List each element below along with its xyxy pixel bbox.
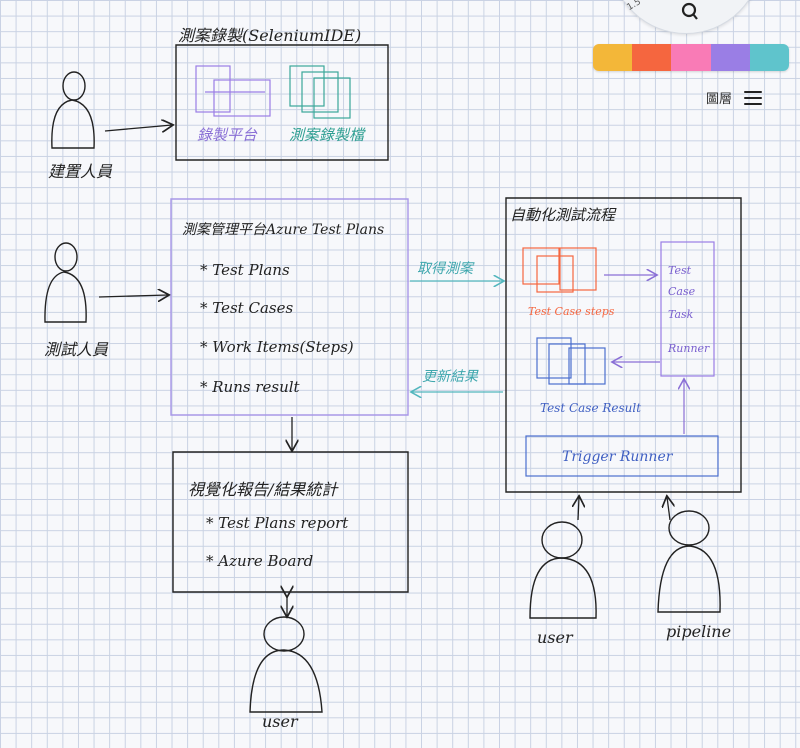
automation-box-title: 自動化測試流程 [510, 206, 616, 224]
steps-label: Test Case steps [528, 305, 615, 318]
trigger-box [525, 435, 719, 477]
color-palette [593, 44, 789, 71]
swatch-purple[interactable] [710, 44, 750, 71]
test-result-sketch [536, 337, 606, 385]
report-item-2: * Azure Board [206, 552, 314, 570]
runner-label-2: Case [668, 285, 696, 298]
arrow-fetch-label: 取得測案 [417, 261, 473, 277]
recording-platform-sketch [195, 65, 271, 117]
swatch-pink[interactable] [671, 44, 711, 71]
person-report-user-figure [249, 616, 323, 713]
person-pipeline-label: pipeline [666, 622, 732, 641]
person-report-user-label: user [262, 712, 298, 731]
report-box-title: 視覺化報告/結果統計 [188, 480, 338, 499]
runner-box [660, 241, 715, 377]
management-box-title: 測案管理平台Azure Test Plans [182, 222, 385, 238]
person-tester-figure [44, 242, 87, 323]
person-builder-figure [51, 71, 95, 149]
arrow-tester-to-management [98, 295, 168, 297]
arrow-pipeline-to-automation [667, 497, 670, 521]
person-pipeline-figure [657, 510, 721, 613]
report-item-1: * Test Plans report [206, 514, 349, 532]
magnifier-icon[interactable] [677, 0, 701, 22]
recording-right-label: 測案錄製檔 [289, 126, 365, 144]
automation-box [505, 197, 742, 493]
recording-box [175, 44, 389, 161]
trigger-label: Trigger Runner [562, 449, 673, 465]
management-item-2: * Test Cases [200, 299, 294, 317]
result-label: Test Case Result [540, 401, 642, 415]
swatch-orange[interactable] [632, 44, 672, 71]
management-item-1: * Test Plans [200, 261, 290, 279]
recording-box-title: 測案錄製(SeleniumIDE) [178, 26, 362, 45]
runner-label-3: Task [668, 308, 694, 321]
person-user-label: user [537, 628, 573, 647]
swatch-yellow[interactable] [593, 44, 633, 71]
person-user-figure [529, 521, 597, 619]
person-tester-label: 測試人員 [44, 340, 109, 359]
layers-button[interactable]: 圖層 [706, 88, 763, 107]
arrow-builder-to-recording [104, 125, 172, 131]
person-builder-label: 建置人員 [48, 162, 113, 181]
runner-label-1: Test [668, 264, 692, 277]
management-item-4: * Runs result [200, 378, 300, 396]
recording-files-sketch [289, 65, 351, 119]
management-item-3: * Work Items(Steps) [200, 338, 354, 356]
recording-left-label: 錄製平台 [197, 126, 258, 144]
layers-label: 圖層 [706, 92, 733, 107]
arrow-user-to-automation [578, 497, 579, 521]
swatch-teal[interactable] [749, 44, 789, 71]
arrow-update-label: 更新結果 [422, 369, 478, 385]
management-box [170, 198, 409, 416]
menu-icon[interactable] [744, 90, 763, 105]
report-box [172, 451, 409, 593]
test-steps-sketch [522, 247, 597, 293]
runner-label-4: Runner [668, 342, 710, 355]
